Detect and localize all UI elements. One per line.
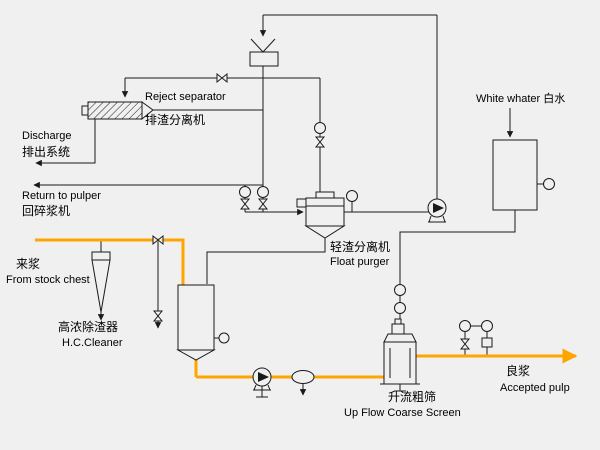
stock-tank-body xyxy=(177,284,215,351)
instrument-circle-icon xyxy=(459,320,471,332)
label-hc-cleaner-zh: 高浓除渣器 xyxy=(58,319,118,334)
purger-nozzle xyxy=(315,191,335,199)
instrument-circle-icon xyxy=(481,320,493,332)
label-float-purger-zh: 轻渣分离机 xyxy=(330,239,390,254)
funnel-cone xyxy=(250,38,276,53)
pipe-screen-drain xyxy=(394,384,406,392)
inline-device-icon xyxy=(481,337,493,348)
label-return-to-pulper-zh: 回碎浆机 xyxy=(22,203,70,218)
label-accepted-zh: 良浆 xyxy=(506,363,530,378)
labels: Reject separator 排渣分离机 Discharge 排出系统 Re… xyxy=(6,91,570,419)
label-accepted-en: Accepted pulp xyxy=(500,382,570,394)
label-reject-separator-zh: 排渣分离机 xyxy=(145,112,205,127)
label-reject-separator-en: Reject separator xyxy=(145,91,226,103)
separator-shaft xyxy=(81,105,89,116)
stock-inlet-line xyxy=(35,238,185,285)
instrument-circle-icon xyxy=(314,122,326,134)
pipe-discharge xyxy=(35,119,96,167)
stock-tank-instrument-icon xyxy=(218,332,230,344)
pump-2-base xyxy=(253,384,271,391)
equipment xyxy=(81,38,538,391)
screen-motor-cap xyxy=(394,318,402,325)
valve-icon xyxy=(216,73,228,83)
pump-1-impeller xyxy=(433,203,444,213)
instrument-circle-icon xyxy=(543,178,555,190)
separator-body xyxy=(87,101,143,120)
pump-2-impeller xyxy=(258,372,269,382)
pipe-purger-underflow xyxy=(206,238,326,284)
instrument-circle-icon xyxy=(239,186,251,198)
valve-icon xyxy=(460,338,470,350)
purger-hopper xyxy=(304,225,346,239)
stock-tank-taper xyxy=(176,349,216,361)
reject-separator xyxy=(81,101,154,121)
instrument-circle-icon xyxy=(257,186,269,198)
stock-tank xyxy=(176,284,230,361)
instrument-circle-icon xyxy=(394,284,406,296)
valve-icon xyxy=(153,310,163,322)
screen-shoulder xyxy=(383,333,417,343)
pump-1-base xyxy=(428,215,446,223)
funnel-body xyxy=(249,51,279,67)
valves-and-instruments xyxy=(152,73,555,350)
cleaner-head xyxy=(91,251,111,261)
label-discharge-en: Discharge xyxy=(22,130,72,142)
label-discharge-zh: 排出系统 xyxy=(22,145,70,159)
cleaner-cone xyxy=(91,259,111,313)
screen-body xyxy=(383,341,417,385)
label-hc-cleaner-en: H.C.Cleaner xyxy=(62,337,123,349)
label-stock-en: From stock chest xyxy=(6,274,90,286)
top-funnel-vessel xyxy=(249,38,279,67)
label-float-purger-en: Float purger xyxy=(330,256,390,268)
up-flow-coarse-screen xyxy=(380,318,420,385)
instrument-circle-icon xyxy=(394,302,406,314)
flow-meter-icon xyxy=(291,370,315,384)
label-return-to-pulper-en: Return to pulper xyxy=(22,190,101,202)
separator-cone xyxy=(141,101,154,121)
stock-flow-lines xyxy=(35,238,578,379)
screen-internals xyxy=(389,348,411,378)
valve-icon xyxy=(315,136,325,148)
screen-motor xyxy=(391,323,405,335)
purger-motor xyxy=(296,198,307,208)
white-water-tank xyxy=(492,139,538,211)
valve-icon xyxy=(240,198,250,210)
valve-icon xyxy=(258,198,268,210)
hc-cleaner xyxy=(91,251,111,313)
instrument-circle-icon xyxy=(346,190,358,202)
pipe-white-water-to-screen xyxy=(399,210,516,320)
pipe-pump2-drain xyxy=(256,386,268,398)
purger-body xyxy=(305,197,345,227)
label-coarse-screen-en: Up Flow Coarse Screen xyxy=(344,407,461,419)
float-purger xyxy=(296,191,346,239)
pump-2 xyxy=(252,367,272,391)
pump-1 xyxy=(427,198,447,223)
label-white-water: White whater 白水 xyxy=(476,91,565,105)
label-coarse-screen-zh: 升流粗筛 xyxy=(388,389,436,404)
label-stock-zh: 来浆 xyxy=(16,256,40,271)
